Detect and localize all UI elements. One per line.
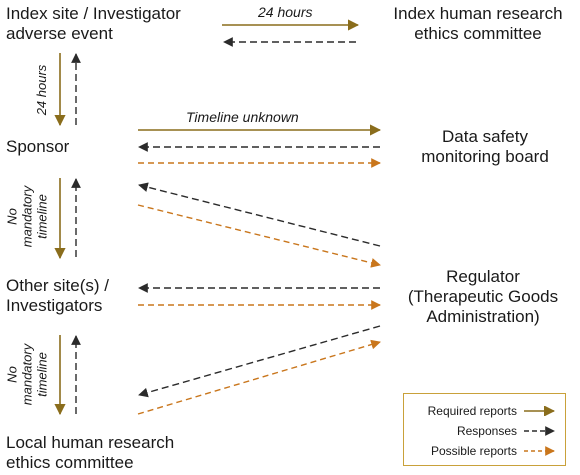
node-dsmb-line2: monitoring board	[421, 147, 549, 166]
node-index-site-line1: Index site / Investigator	[6, 4, 181, 23]
node-sponsor-line1: Sponsor	[6, 137, 70, 156]
timeline-left-low-line1: No	[4, 366, 20, 383]
legend-row-possible: Possible reports	[431, 442, 557, 460]
legend-possible-label: Possible reports	[430, 444, 517, 458]
legend-required-label: Required reports	[427, 404, 517, 418]
node-regulator-line2: (Therapeutic Goods	[407, 287, 559, 306]
arrow-local-to-regulator-possible	[137, 339, 381, 415]
node-dsmb-line1: Data safety	[442, 127, 528, 146]
legend-possible-swatch	[524, 446, 555, 456]
timeline-label-left-upper: 24 hours	[34, 64, 49, 116]
legend-row-required: Required reports	[428, 402, 557, 420]
timeline-left-mid-line1: No	[4, 208, 20, 225]
node-dsmb: Data safety monitoring board	[395, 127, 575, 167]
legend: Required reports Responses Possible repo…	[403, 393, 566, 466]
timeline-left-mid-line2: mandatory	[19, 185, 35, 248]
legend-row-responses: Responses	[457, 422, 557, 440]
node-index-site: Index site / Investigator adverse event	[6, 4, 181, 44]
timeline-label-middle: Timeline unknown	[186, 109, 299, 125]
node-local-hrec-line1: Local human research	[6, 433, 175, 452]
node-regulator: Regulator (Therapeutic Goods Administrat…	[388, 267, 578, 327]
legend-responses-swatch	[524, 426, 555, 436]
arrow-sponsor-to-regulator-possible	[137, 204, 381, 268]
node-regulator-line1: Regulator	[446, 267, 520, 286]
node-other-sites: Other site(s) / Investigators	[6, 276, 109, 316]
timeline-left-low-line3: timeline	[34, 352, 50, 397]
legend-responses-label: Responses	[456, 424, 517, 438]
timeline-left-low-line2: mandatory	[19, 343, 35, 406]
node-index-hrec-line2: ethics committee	[414, 24, 542, 43]
node-index-hrec: Index human research ethics committee	[380, 4, 576, 44]
timeline-left-mid-line3: timeline	[34, 194, 50, 239]
node-other-sites-line1: Other site(s) /	[6, 276, 109, 295]
node-index-hrec-line1: Index human research	[393, 4, 563, 23]
arrow-regulator-to-local-response	[138, 325, 381, 398]
node-index-site-line2: adverse event	[6, 24, 113, 43]
arrow-regulator-to-sponsor-response	[138, 182, 381, 247]
legend-required-swatch	[524, 406, 556, 416]
timeline-label-left-mid: No mandatory timeline	[5, 177, 50, 257]
node-sponsor: Sponsor	[6, 137, 69, 157]
node-local-hrec: Local human research ethics committee	[6, 433, 174, 473]
timeline-label-top: 24 hours	[258, 4, 313, 20]
timeline-label-left-low: No mandatory timeline	[5, 335, 50, 415]
node-regulator-line3: Administration)	[426, 307, 540, 326]
node-local-hrec-line2: ethics committee	[6, 453, 134, 472]
node-other-sites-line2: Investigators	[6, 296, 103, 315]
